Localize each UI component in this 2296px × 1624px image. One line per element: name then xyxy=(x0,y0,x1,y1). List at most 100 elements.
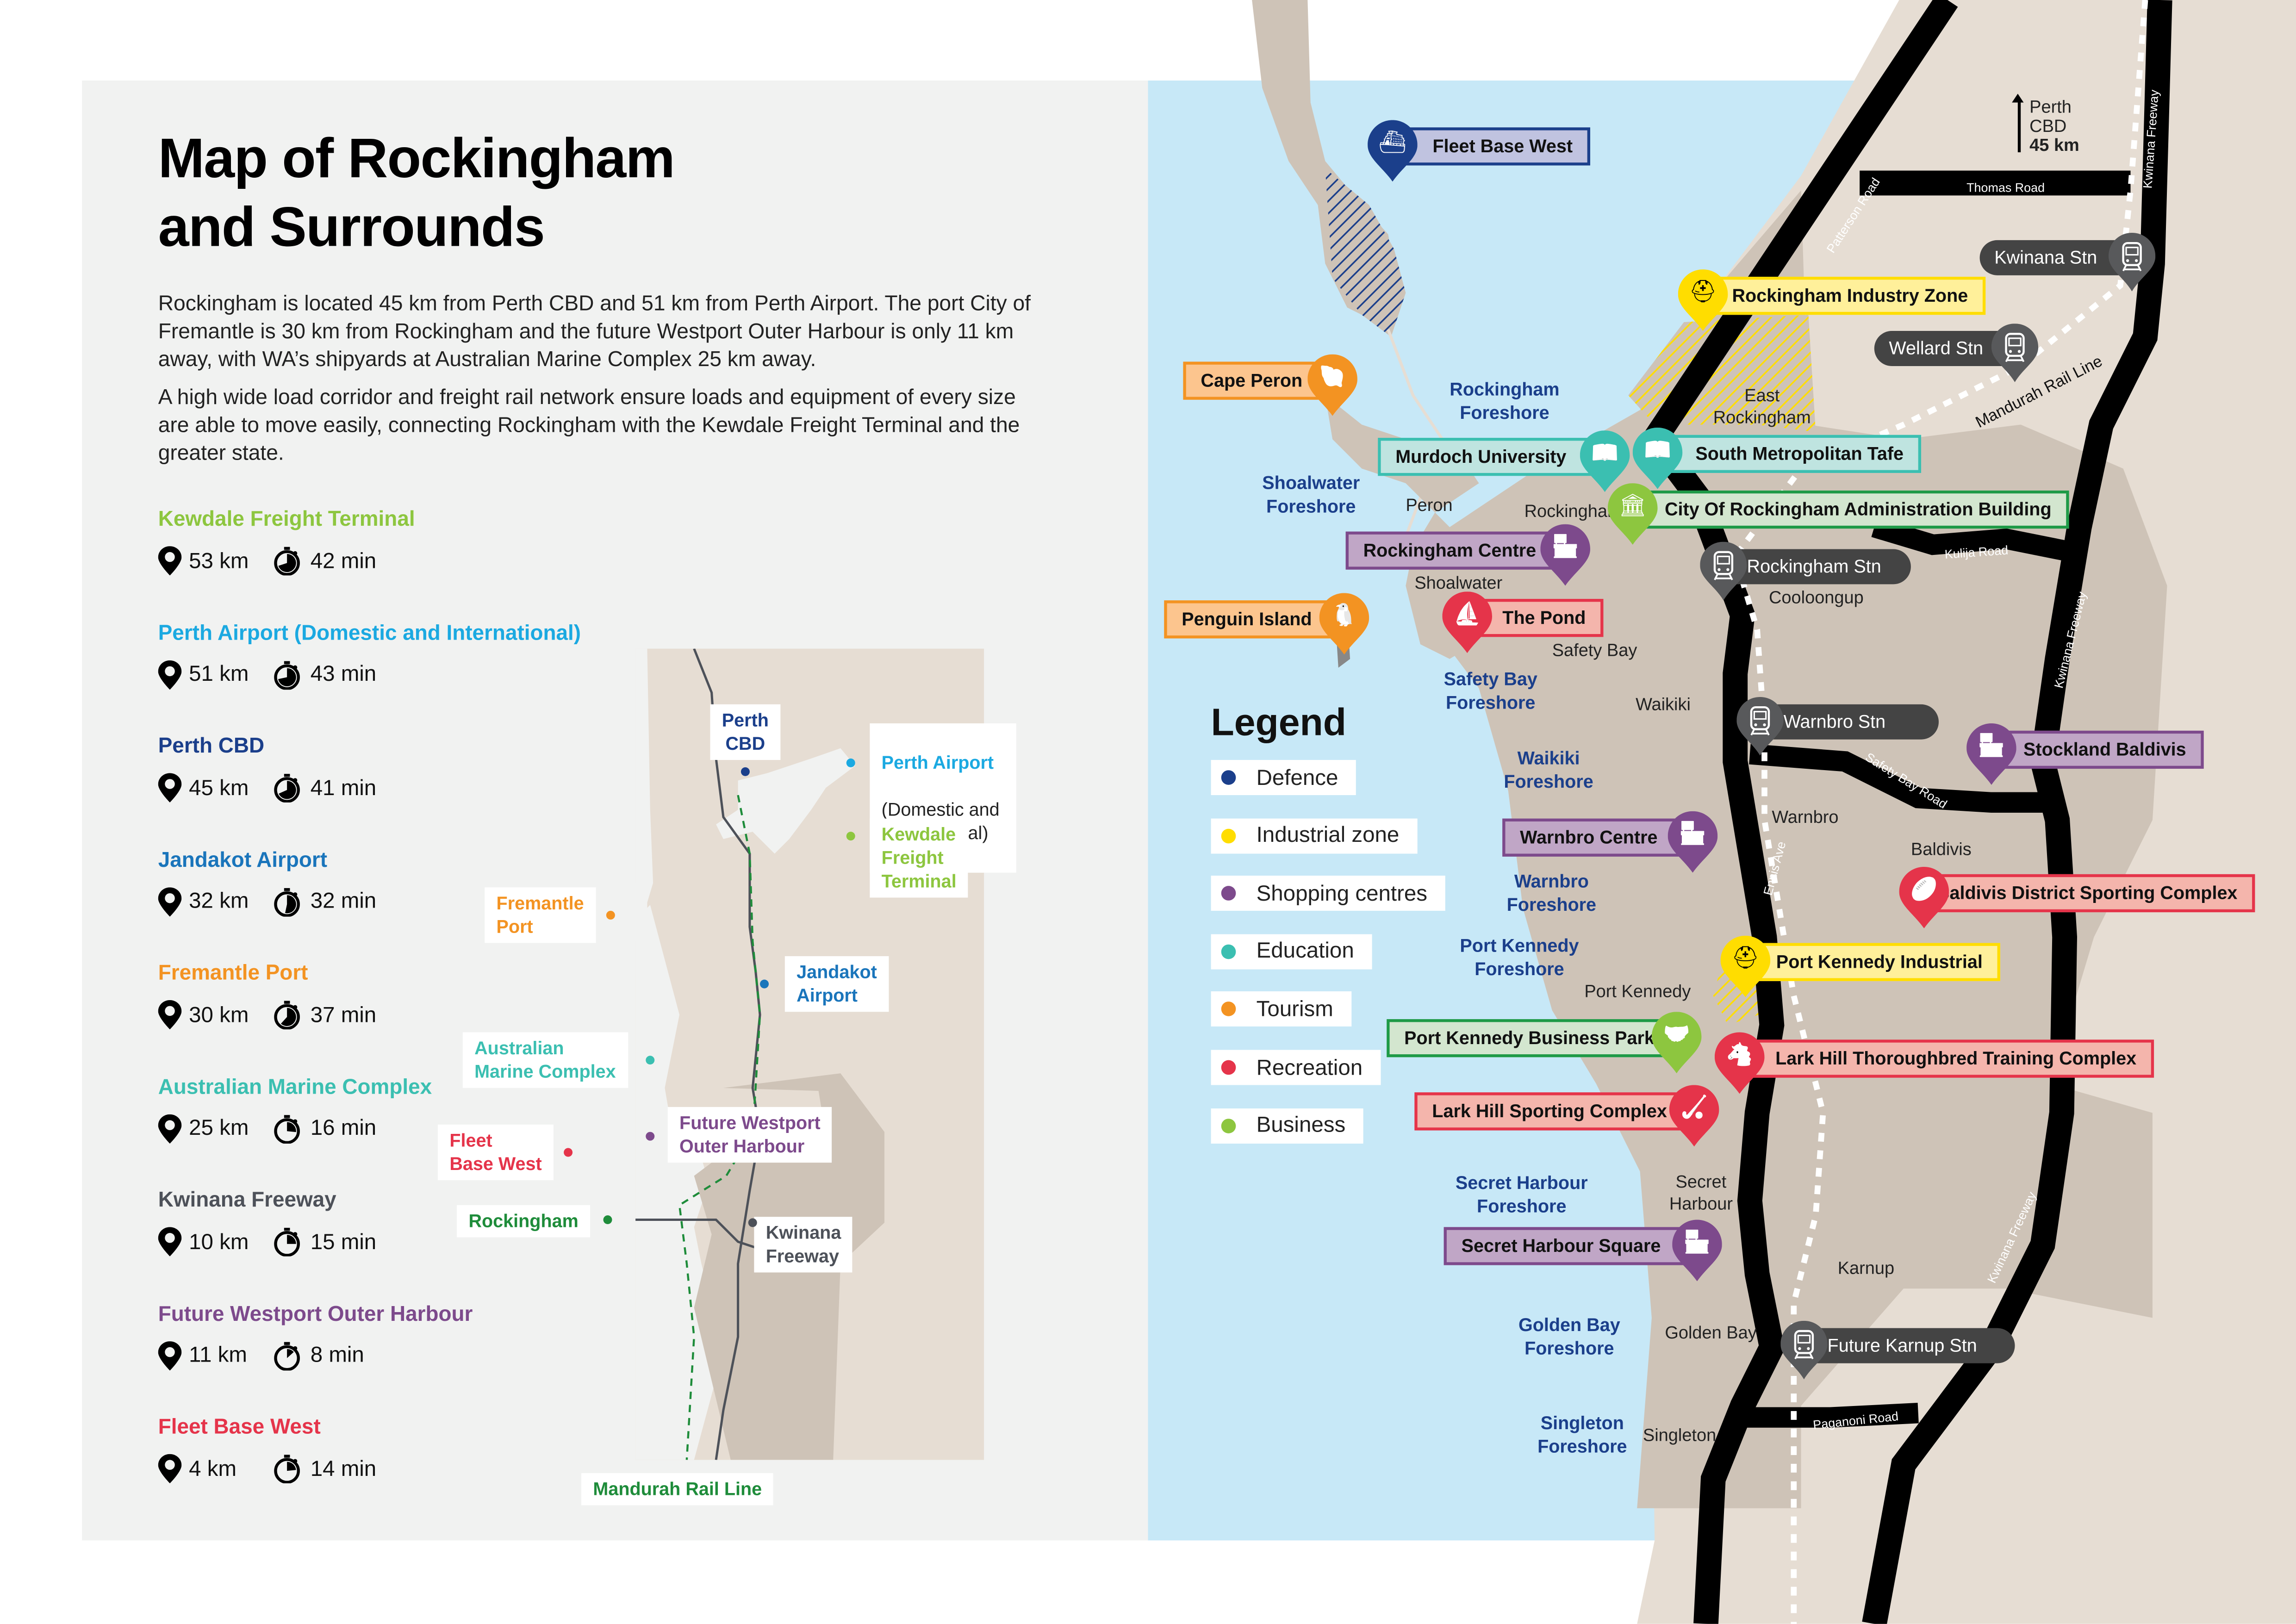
intro-paragraph-2: A high wide load corridor and freight ra… xyxy=(158,386,1020,466)
building-icon: 🏛 xyxy=(1607,483,1658,545)
shell-icon: 🐚 xyxy=(1307,354,1357,416)
inset-label-amc: Australian Marine Complex xyxy=(462,1032,628,1088)
legend-label: Recreation xyxy=(1256,1055,1363,1080)
inset-dot-perth-airport xyxy=(846,758,855,767)
legend-item: Business xyxy=(1211,1108,1363,1143)
poi-fleet-base-west[interactable]: Fleet Base West xyxy=(1388,127,1590,166)
poi-warnbro-centre[interactable]: Warnbro Centre xyxy=(1502,818,1700,857)
destination-distance: 51 km xyxy=(189,662,249,687)
poi-rockingham-industry-zone[interactable]: Rockingham Industry Zone xyxy=(1699,276,1986,315)
poi-murdoch-university[interactable]: Murdoch University xyxy=(1378,438,1612,476)
stopwatch-icon xyxy=(274,1000,300,1030)
hard-hat-icon: ⛑ xyxy=(1678,269,1728,331)
poi-label: The Pond xyxy=(1502,608,1586,628)
inset-label-westport: Future Westport Outer Harbour xyxy=(667,1107,833,1163)
inset-label-kewdale: Kewdale Freight Terminal xyxy=(870,818,968,898)
direction-distance: 45 km xyxy=(2029,135,2079,156)
foreshore-shoalwater: Shoalwater Foreshore xyxy=(1262,473,1360,517)
train-icon xyxy=(1780,1320,1828,1380)
shop-icon: 🏪 xyxy=(1672,1220,1722,1282)
destination-time: 37 min xyxy=(310,1002,377,1027)
inset-label-rockingham: Rockingham xyxy=(457,1205,591,1238)
poi-lark-hill-thoroughbred[interactable]: Lark Hill Thoroughbred Training Complex xyxy=(1739,1039,2154,1078)
shop-icon: 🏪 xyxy=(1540,524,1590,586)
poi-secret-harbour-square[interactable]: Secret Harbour Square xyxy=(1444,1227,1686,1265)
map-pin-icon xyxy=(158,1454,182,1484)
inset-dot-kwinana-freeway xyxy=(748,1218,757,1227)
poi-south-metro-tafe[interactable]: South Metropolitan Tafe xyxy=(1655,435,1922,473)
poi-label: Rockingham Industry Zone xyxy=(1732,285,1968,306)
inset-dot-fremantle xyxy=(606,910,615,920)
poi-city-admin[interactable]: City Of Rockingham Administration Buildi… xyxy=(1632,490,2069,529)
place-waikiki: Waikiki xyxy=(1636,694,1691,715)
destination-distance: 10 km xyxy=(189,1229,249,1254)
station-label: Future Karnup Stn xyxy=(1827,1335,1977,1356)
book-icon: 📖 xyxy=(1580,430,1630,492)
inset-dot-rockingham xyxy=(603,1215,612,1225)
book-icon: 📖 xyxy=(1632,427,1683,489)
inset-dot-amc xyxy=(646,1056,655,1065)
station-label: Kwinana Stn xyxy=(1994,247,2097,268)
place-warnbro: Warnbro xyxy=(1772,807,1839,828)
inset-label-perth-cbd: Perth CBD xyxy=(710,704,781,760)
legend-item: Education xyxy=(1211,933,1372,969)
stopwatch-icon xyxy=(274,1454,300,1484)
windsurf-icon: ⛵ xyxy=(1442,591,1493,653)
north-arrow-icon xyxy=(2012,93,2024,103)
destination-distance: 32 km xyxy=(189,889,249,914)
poi-lark-hill-sporting[interactable]: Lark Hill Sporting Complex xyxy=(1414,1092,1693,1131)
train-icon xyxy=(1736,697,1784,756)
hockey-icon: 🏑 xyxy=(1669,1085,1719,1147)
legend-item: Tourism xyxy=(1211,992,1351,1027)
shop-icon: 🏪 xyxy=(1966,723,2016,785)
poi-rockingham-centre[interactable]: Rockingham Centre xyxy=(1345,531,1573,570)
station-label: Wellard Stn xyxy=(1889,338,1984,359)
place-port-kennedy: Port Kennedy xyxy=(1584,981,1691,1002)
map-pin-icon xyxy=(158,660,182,689)
road-label-thomas: Thomas Road xyxy=(1966,180,2045,195)
inset-label-fremantle: Fremantle Port xyxy=(485,887,596,943)
destination-time: 16 min xyxy=(310,1115,377,1141)
destination-time: 8 min xyxy=(310,1343,364,1368)
map-pin-icon xyxy=(158,546,182,576)
legend-dot-icon xyxy=(1221,828,1236,843)
inset-dot-jandakot xyxy=(760,979,769,989)
horse-icon: 🐴 xyxy=(1714,1032,1765,1094)
destination-name: Perth Airport (Domestic and Internationa… xyxy=(158,622,581,645)
poi-label: Baldivis District Sporting Complex xyxy=(1936,883,2238,904)
legend-label: Defence xyxy=(1256,765,1338,790)
place-secret-harbour: Secret Harbour xyxy=(1669,1171,1733,1214)
place-rockingham: Rockingham xyxy=(1524,501,1622,522)
foreshore-waikiki: Waikiki Foreshore xyxy=(1504,748,1593,792)
penguin-icon: 🐧 xyxy=(1319,593,1369,655)
direction-label: Perth CBD 45 km xyxy=(2029,97,2079,156)
football-icon: 🏉 xyxy=(1899,867,1949,928)
legend-dot-icon xyxy=(1221,1002,1236,1017)
poi-label: City Of Rockingham Administration Buildi… xyxy=(1664,499,2052,520)
legend-dot-icon xyxy=(1221,770,1236,785)
destination-name: Fremantle Port xyxy=(158,962,308,986)
station-label: Rockingham Stn xyxy=(1747,556,1881,577)
destination-name: Fleet Base West xyxy=(158,1416,321,1440)
poi-penguin-island[interactable]: Penguin Island xyxy=(1164,600,1347,639)
poi-port-kennedy-industrial[interactable]: Port Kennedy Industrial xyxy=(1742,943,2000,981)
poi-label: Stockland Baldivis xyxy=(2023,739,2186,760)
destination-time: 14 min xyxy=(310,1456,377,1481)
destination-name: Australian Marine Complex xyxy=(158,1075,432,1099)
legend-label: Business xyxy=(1256,1113,1346,1138)
stopwatch-icon xyxy=(274,1341,300,1370)
ship-icon: ⛴ xyxy=(1368,120,1418,182)
poi-port-kennedy-business[interactable]: Port Kennedy Business Park xyxy=(1387,1019,1665,1058)
legend-dot-icon xyxy=(1221,1060,1236,1075)
poi-baldivis-sporting[interactable]: Baldivis District Sporting Complex xyxy=(1918,874,2255,913)
place-east-rockingham: East Rockingham xyxy=(1713,385,1811,428)
map-pin-icon xyxy=(158,1000,182,1030)
stopwatch-icon xyxy=(274,1227,300,1257)
hard-hat-icon: ⛑ xyxy=(1720,935,1771,997)
destination-time: 43 min xyxy=(310,662,377,687)
poi-stockland-baldivis[interactable]: Stockland Baldivis xyxy=(1991,730,2204,769)
